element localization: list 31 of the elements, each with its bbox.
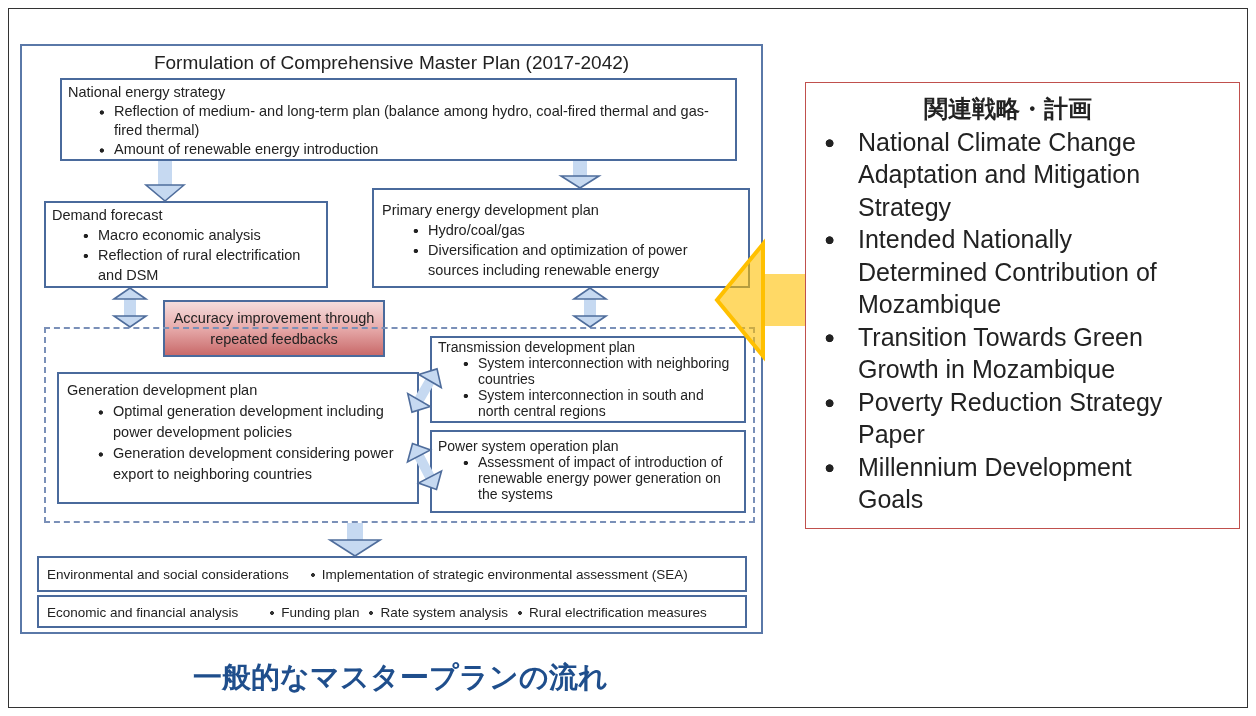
dashed-group-box: [44, 327, 755, 523]
block-arrow: [406, 442, 443, 491]
box-heading: Transmission development plan: [438, 339, 637, 355]
strategy-box: [60, 78, 737, 161]
plan-box: [372, 188, 750, 288]
box-heading: National energy strategy: [68, 83, 227, 102]
plan-box: [430, 430, 746, 513]
block-arrow: [573, 287, 607, 328]
box-heading: Power system operation plan: [438, 438, 620, 454]
box-heading: Generation development plan: [67, 381, 259, 400]
plan-frame: [20, 44, 763, 634]
row-heading: Economic and financial analysis: [47, 605, 239, 620]
block-arrow: [113, 287, 147, 328]
block-arrow: [560, 161, 600, 189]
row-heading: Environmental and social considerations: [47, 567, 289, 582]
box-heading: Primary energy development plan: [382, 201, 600, 220]
block-arrow: [329, 523, 381, 557]
box-heading: 関連戦略・計画: [922, 94, 1093, 124]
block-arrow: [406, 368, 443, 413]
analysis-row-box: [37, 556, 747, 592]
caption: 一般的なマスタープランの流れ: [191, 660, 609, 695]
plan-box: [430, 336, 746, 423]
box-heading: Demand forecast: [52, 206, 164, 225]
related-plans-box: [805, 82, 1240, 529]
plan-title: Formulation of Comprehensive Master Plan (2017-2042): [152, 54, 631, 72]
block-arrow: [145, 161, 185, 202]
plan-box: [57, 372, 419, 504]
box-text: Accuracy improvement through repeated feedbacks: [173, 309, 375, 349]
analysis-row-box: [37, 595, 747, 628]
feedback-box: [163, 300, 385, 357]
forecast-box: [44, 201, 328, 288]
